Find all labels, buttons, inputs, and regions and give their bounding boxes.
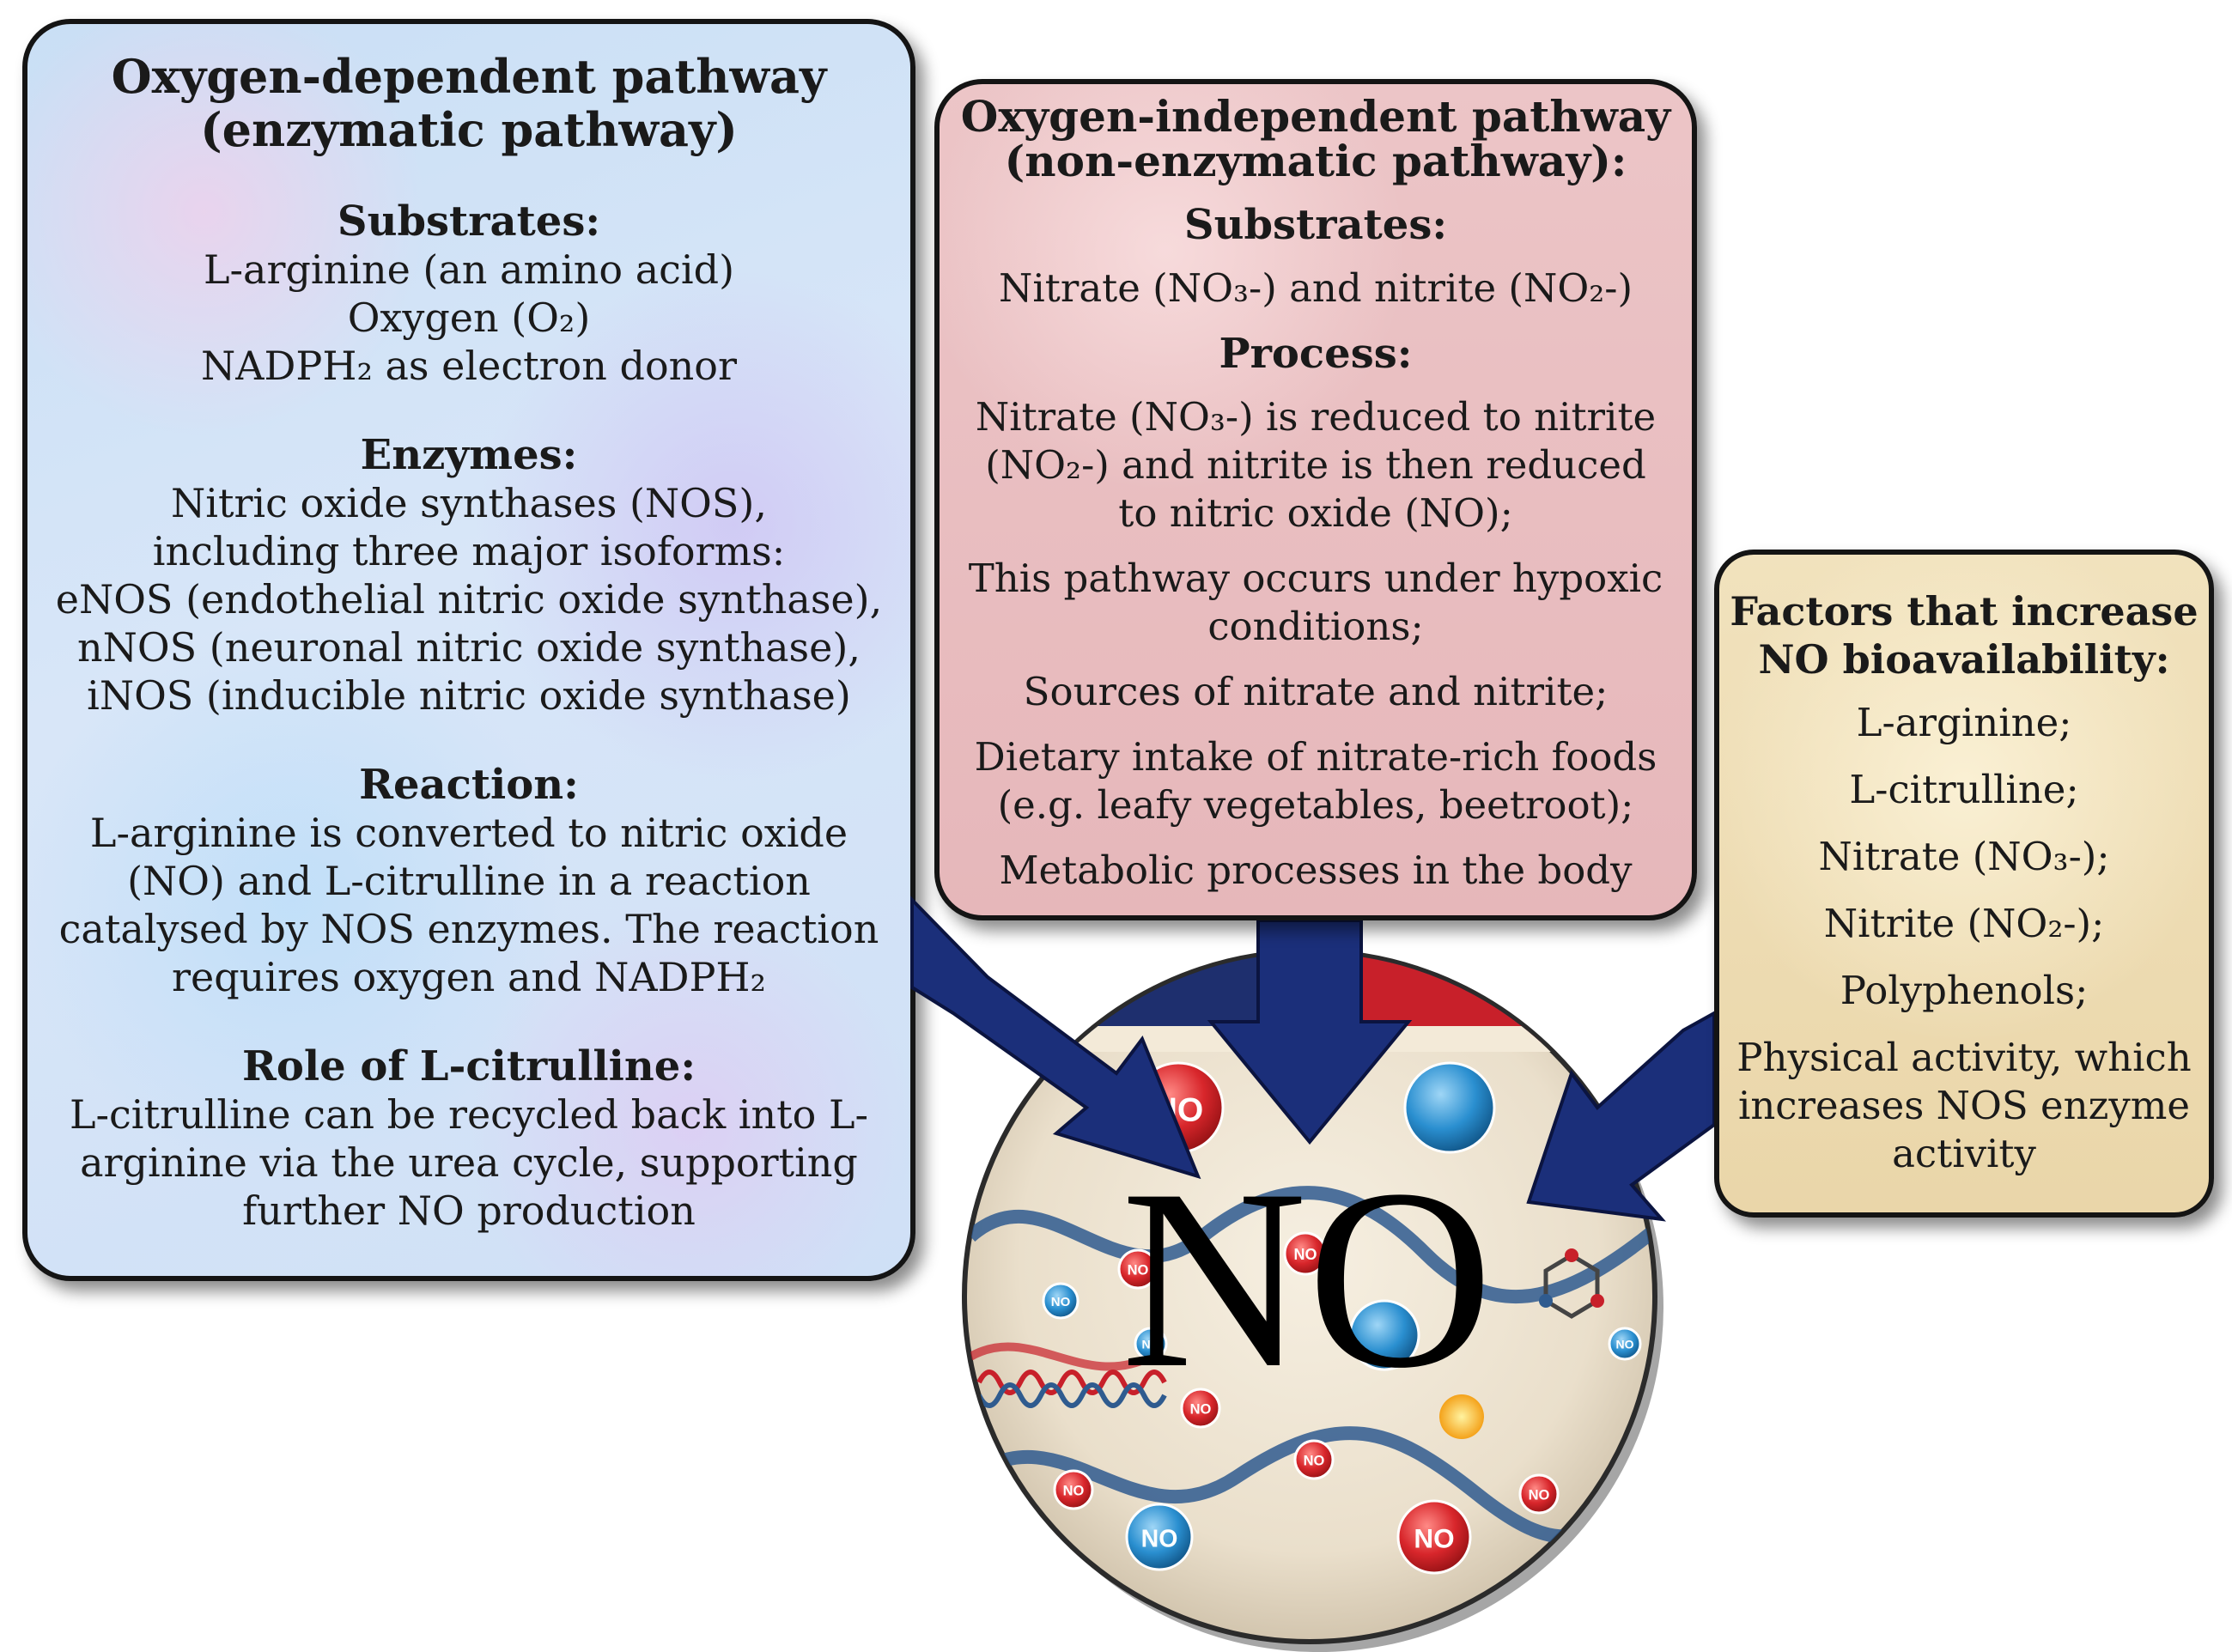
- molecule-label: NO: [1190, 1402, 1212, 1418]
- enzyme-line: eNOS (endothelial nitric oxide synthase)…: [55, 576, 883, 623]
- oxygen-independent-panel: Oxygen-independent pathway (non-enzymati…: [934, 79, 1697, 920]
- factor-item: Polyphenols;: [1840, 968, 2089, 1013]
- process-line: conditions;: [1207, 604, 1424, 649]
- enzymes-heading: Enzymes:: [360, 431, 578, 479]
- molecule-label: NO: [1529, 1488, 1550, 1503]
- role-line: further NO production: [242, 1187, 696, 1234]
- role-line: arginine via the urea cycle, supporting: [80, 1139, 858, 1186]
- factors-subtitle: NO bioavailability:: [1758, 636, 2170, 683]
- reaction-line: L-arginine is converted to nitric oxide: [89, 810, 848, 856]
- enzyme-line: Nitric oxide synthases (NOS),: [171, 480, 767, 526]
- substrate-item: Oxygen (O₂): [347, 295, 591, 341]
- molecule-label: NO: [1616, 1337, 1634, 1351]
- factor-item: activity: [1892, 1131, 2036, 1176]
- oxygen-dependent-panel: Oxygen-dependent pathway (enzymatic path…: [22, 19, 915, 1281]
- factor-item: Physical activity, which: [1736, 1035, 2192, 1080]
- substrates-heading: Substrates:: [337, 197, 601, 246]
- role-line: L-citrulline can be recycled back into L…: [69, 1091, 869, 1138]
- enzyme-line: iNOS (inducible nitric oxide synthase): [87, 672, 851, 719]
- process-line: Nitrate (NO₃-) is reduced to nitrite: [975, 394, 1657, 440]
- reaction-line: (NO) and L-citrulline in a reaction: [127, 858, 811, 904]
- role-heading: Role of L-citrulline:: [241, 1042, 696, 1090]
- arrow-from-middle-panel: [1207, 919, 1413, 1145]
- process-heading: Process:: [1219, 330, 1413, 378]
- molecule-label: NO: [1414, 1523, 1454, 1554]
- enzyme-line: including three major isoforms:: [152, 528, 786, 574]
- oxygen-independent-title: Oxygen-independent pathway: [960, 91, 1671, 142]
- process-line: Metabolic processes in the body: [999, 847, 1633, 893]
- factors-panel: Factors that increase NO bioavailability…: [1714, 550, 2214, 1218]
- no-molecule-icon: NO: [1180, 1388, 1221, 1429]
- mid-substrates-line: Nitrate (NO₃-) and nitrite (NO₂-): [998, 265, 1633, 311]
- factor-item: Nitrite (NO₂-);: [1823, 901, 2105, 946]
- no-molecule-icon: NO: [1053, 1469, 1094, 1510]
- factor-item: increases NOS enzyme: [1737, 1083, 2191, 1128]
- substrate-item: NADPH₂ as electron donor: [201, 343, 737, 389]
- substrate-item: L-arginine (an amino acid): [203, 246, 735, 293]
- molecule-label: NO: [1142, 1337, 1160, 1351]
- blue-molecule-icon: [1403, 1061, 1496, 1154]
- oxygen-dependent-subtitle: (enzymatic pathway): [200, 102, 738, 157]
- arrow-from-left-panel: [910, 896, 1201, 1180]
- reaction-heading: Reaction:: [359, 761, 579, 809]
- blue-molecule-icon: NO: [1134, 1327, 1168, 1361]
- blue-molecule-icon: NO: [1125, 1503, 1194, 1571]
- molecule-label: NO: [1051, 1295, 1071, 1309]
- no-molecule-icon: NO: [1518, 1473, 1560, 1515]
- process-line: Dietary intake of nitrate-rich foods: [974, 734, 1657, 780]
- molecule-label: NO: [1304, 1454, 1325, 1469]
- process-line: (e.g. leafy vegetables, beetroot);: [997, 782, 1634, 828]
- no-molecule-icon: NO: [1396, 1499, 1472, 1575]
- reaction-line: catalysed by NOS enzymes. The reaction: [58, 906, 879, 952]
- molecule-label: NO: [1294, 1246, 1317, 1263]
- no-molecule-icon: NO: [1283, 1231, 1328, 1276]
- factors-title: Factors that increase: [1730, 588, 2199, 635]
- blue-molecule-icon: [1348, 1299, 1420, 1371]
- blue-molecule-icon: NO: [1042, 1282, 1080, 1320]
- no-molecule-icon: NO: [1293, 1439, 1335, 1480]
- factor-item: L-arginine;: [1856, 700, 2072, 745]
- oxygen-independent-subtitle: (non-enzymatic pathway):: [1004, 136, 1627, 186]
- mid-substrates-heading: Substrates:: [1183, 201, 1448, 249]
- blue-molecule-icon: NO: [1608, 1327, 1642, 1361]
- molecule-label: NO: [1141, 1525, 1178, 1552]
- process-line: Sources of nitrate and nitrite;: [1023, 669, 1609, 714]
- process-line: (NO₂-) and nitrite is then reduced: [985, 442, 1646, 488]
- enzyme-line: nNOS (neuronal nitric oxide synthase),: [77, 624, 861, 671]
- oxygen-dependent-title: Oxygen-dependent pathway: [111, 49, 827, 104]
- reaction-line: requires oxygen and NADPH₂: [172, 954, 766, 1000]
- process-line: This pathway occurs under hypoxic: [968, 556, 1663, 601]
- factor-item: Nitrate (NO₃-);: [1818, 834, 2110, 879]
- molecule-label: NO: [1063, 1484, 1085, 1499]
- molecule-label: NO: [1128, 1263, 1149, 1278]
- factor-item: L-citrulline;: [1849, 767, 2079, 812]
- process-line: to nitric oxide (NO);: [1118, 490, 1513, 536]
- no-big-label: NO: [1121, 1136, 1493, 1421]
- no-molecule-icon: NO: [1117, 1248, 1159, 1290]
- arrow-from-right-panel: [1526, 1010, 1716, 1222]
